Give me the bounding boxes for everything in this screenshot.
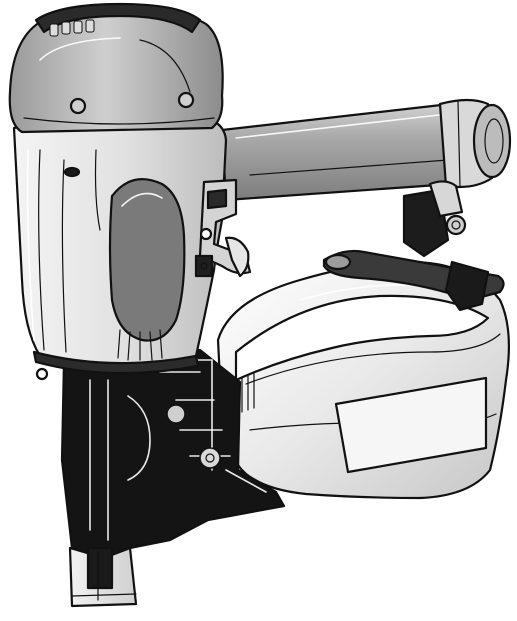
bolt-right bbox=[177, 91, 195, 109]
magazine-label-panel bbox=[334, 376, 488, 474]
trigger-assembly bbox=[194, 178, 252, 278]
body-ribs bbox=[117, 329, 163, 361]
bolt-left bbox=[69, 97, 87, 115]
nose-mechanism bbox=[60, 348, 286, 562]
trigger bbox=[224, 236, 250, 278]
nose-tip bbox=[68, 546, 138, 608]
grip-panel bbox=[108, 178, 186, 342]
magazine-bracket bbox=[402, 180, 467, 258]
exhaust-vents bbox=[49, 19, 95, 37]
air-inlet-cap bbox=[438, 98, 512, 189]
nail-magazine bbox=[216, 260, 510, 500]
top-cap bbox=[8, 2, 224, 134]
cylinder-body bbox=[12, 116, 228, 381]
magazine-cover bbox=[322, 249, 505, 312]
